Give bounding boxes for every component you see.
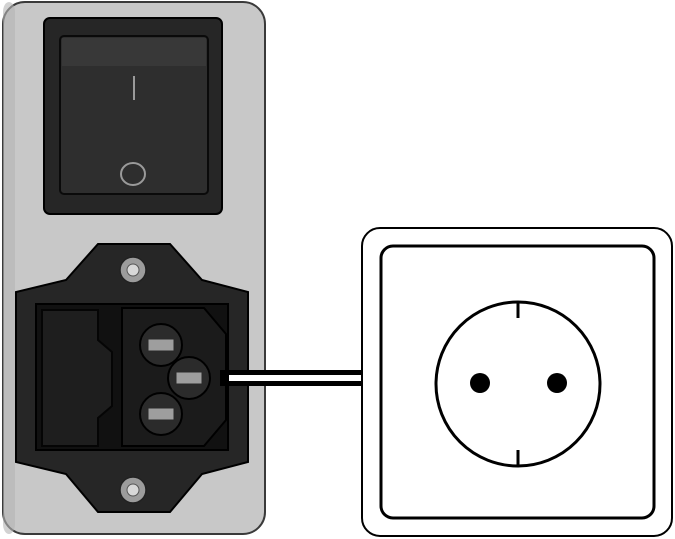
fuse-drawer[interactable]	[41, 309, 113, 447]
switch-rocker[interactable]	[59, 35, 209, 195]
socket-hole-left	[470, 373, 490, 393]
pin-bottom	[139, 392, 183, 436]
iec-inlet	[15, 243, 249, 513]
top-screw-icon	[119, 256, 147, 284]
panel-highlight	[3, 2, 15, 534]
socket-face	[434, 300, 602, 468]
socket-hole-right	[547, 373, 567, 393]
pin-middle	[167, 356, 211, 400]
bottom-screw-icon	[119, 476, 147, 504]
arrow-shaft-fill	[229, 375, 397, 381]
schuko-socket-icon	[361, 227, 673, 537]
power-switch[interactable]	[43, 17, 223, 215]
switch-off-mark	[120, 162, 146, 186]
switch-rocker-top-face	[62, 38, 206, 66]
pin-top	[139, 323, 183, 367]
